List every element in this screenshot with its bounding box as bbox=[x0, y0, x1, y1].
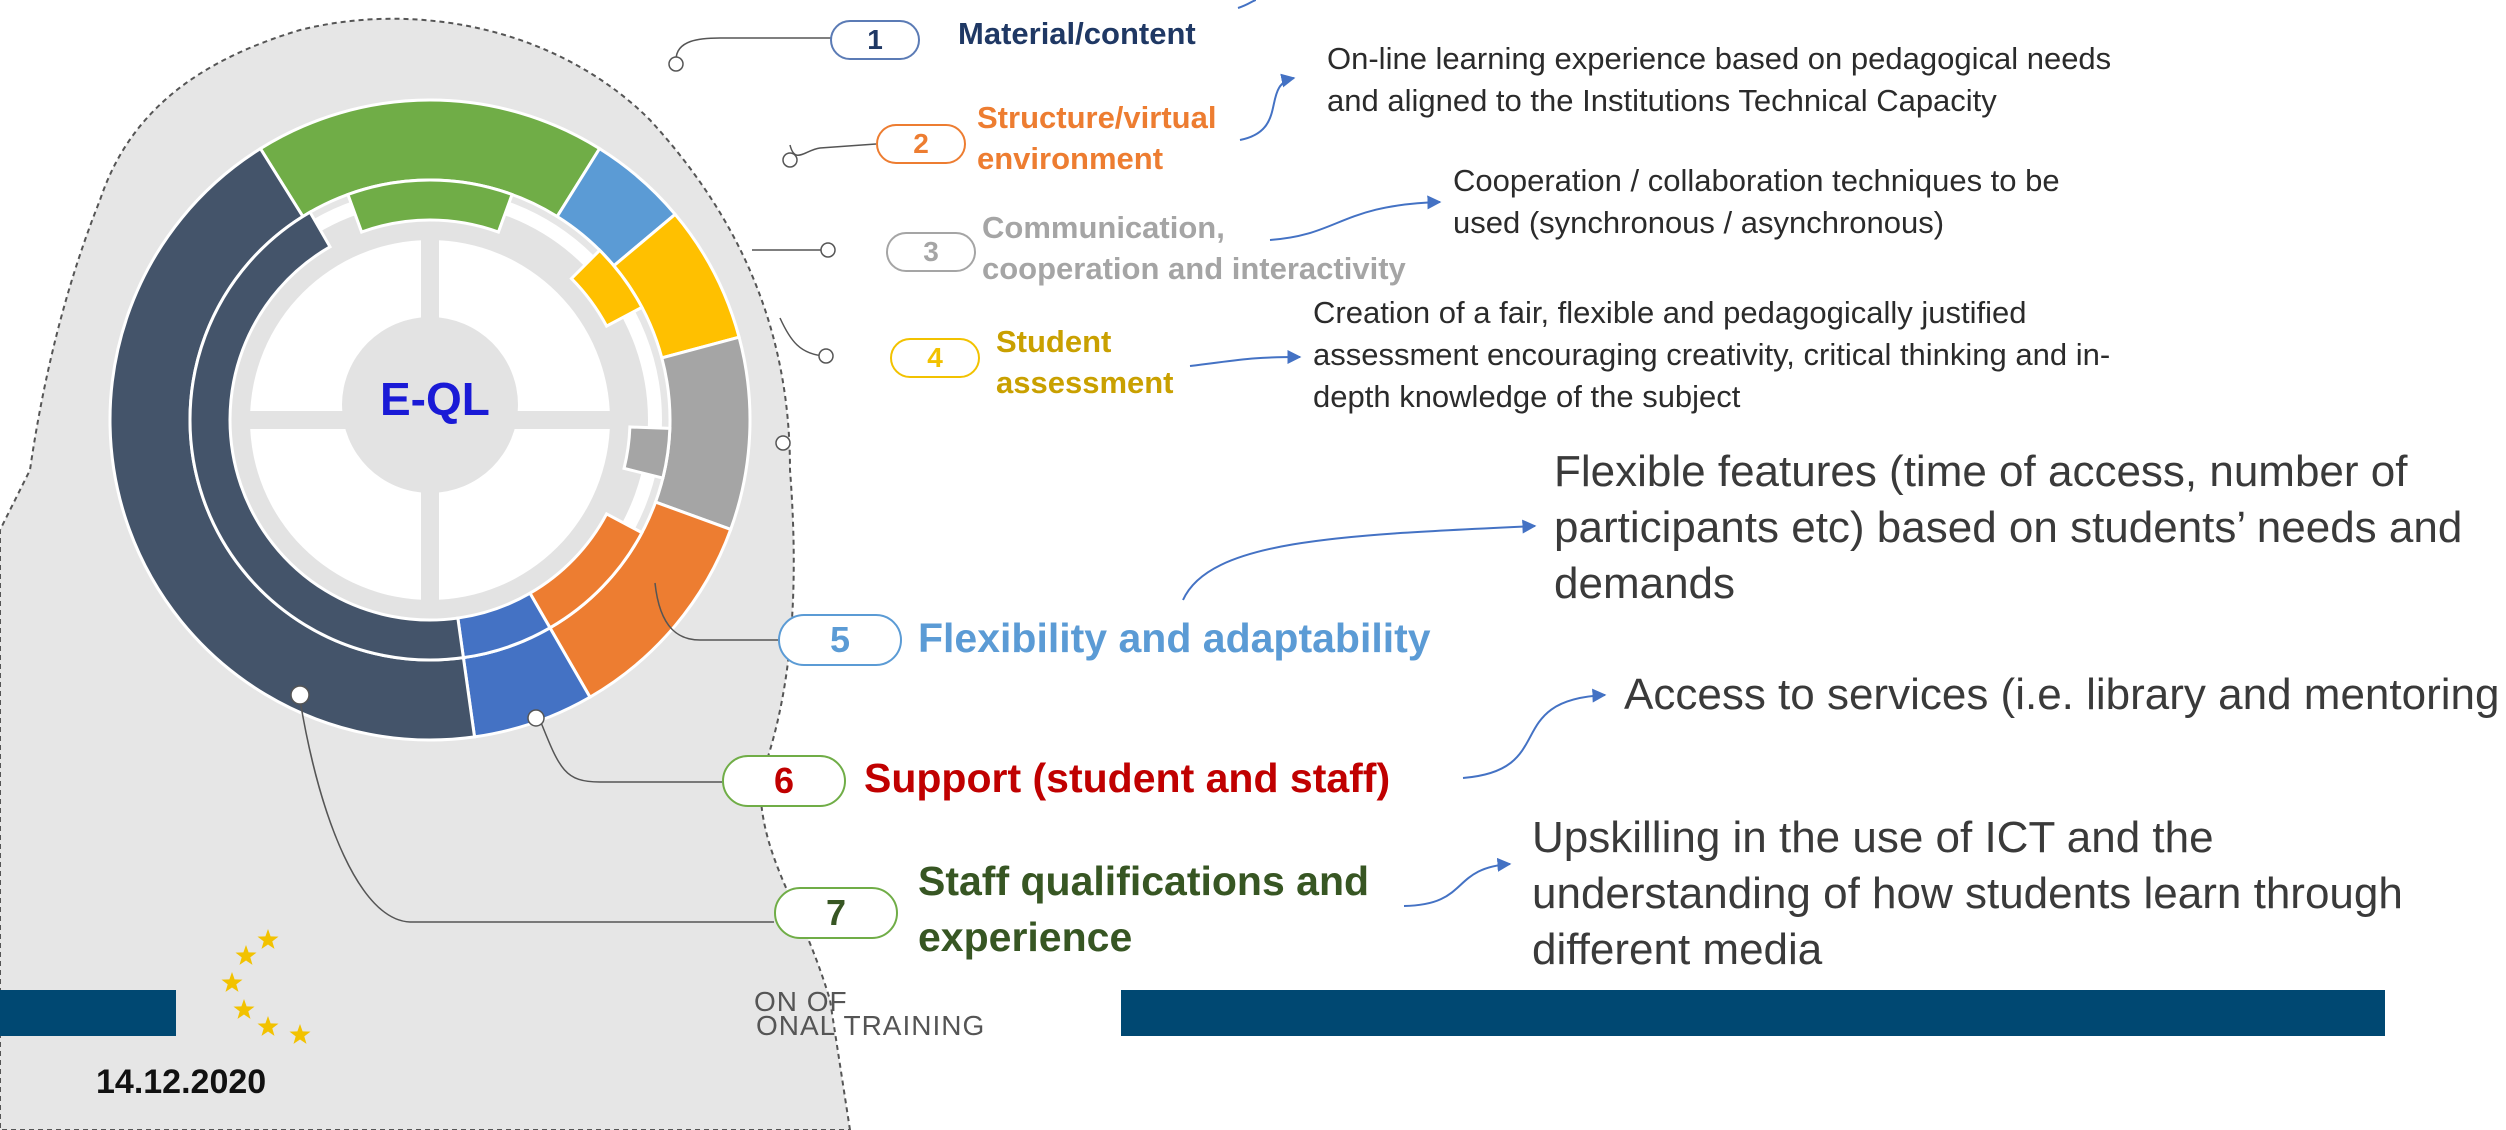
eu-star-icon bbox=[257, 1016, 279, 1036]
item-5-number: 5 bbox=[829, 619, 851, 660]
eu-star-icon bbox=[289, 1024, 311, 1044]
item-4-label-line1: Student bbox=[996, 324, 1112, 359]
item-2-label-line2: environment bbox=[977, 141, 1164, 176]
item-1-number: 1 bbox=[867, 24, 883, 55]
ring-inner-yellow bbox=[569, 248, 644, 329]
item-3-number-pill: 3 bbox=[886, 232, 976, 272]
connector-lines bbox=[290, 37, 877, 923]
item-3-label-line2: cooperation and interactivity bbox=[982, 251, 1406, 286]
item-7-number: 7 bbox=[825, 892, 847, 933]
item-2-description: On-line learning experience based on ped… bbox=[1327, 41, 2112, 118]
item-4-label-line2: assessment bbox=[996, 365, 1174, 400]
item-1-label: Material/content bbox=[958, 16, 1196, 51]
item-6-label: Support (student and staff) bbox=[864, 755, 1391, 801]
item-5-description: Flexible features (time of access, numbe… bbox=[1554, 447, 2463, 608]
ring-inner-gray bbox=[622, 425, 672, 480]
hub-core bbox=[342, 317, 518, 493]
footer-org-text-line2: ONAL TRAINING bbox=[756, 1010, 986, 1041]
item-2-number-pill: 2 bbox=[876, 124, 966, 164]
item-7-number-pill: 7 bbox=[774, 887, 898, 939]
eu-star-icon bbox=[257, 929, 279, 949]
footer-date: 14.12.2020 bbox=[96, 1063, 267, 1101]
item-2-label-line1: Structure/virtual bbox=[977, 100, 1217, 135]
item-6-number: 6 bbox=[773, 760, 795, 801]
item-2-number: 2 bbox=[913, 128, 929, 159]
quality-ring bbox=[108, 98, 752, 742]
item-3-description: Cooperation / collaboration techniques t… bbox=[1453, 163, 2060, 240]
ring-inner-green bbox=[345, 178, 515, 234]
item-7-label-line2: experience bbox=[918, 914, 1133, 960]
item-6-description: Access to services (i.e. library and men… bbox=[1624, 670, 2500, 719]
item-5-number-pill: 5 bbox=[778, 614, 902, 666]
footer-bar-right bbox=[1121, 990, 2385, 1036]
footer-bar-left bbox=[0, 990, 176, 1036]
item-7-label-line1: Staff qualifications and bbox=[918, 858, 1370, 904]
item-1-number-pill: 1 bbox=[830, 20, 920, 60]
eu-star-icon bbox=[221, 972, 243, 992]
center-label: E-QL bbox=[380, 373, 490, 425]
item-5-label: Flexibility and adaptability bbox=[918, 615, 1431, 661]
description-arrows bbox=[1182, 0, 1607, 907]
eu-stars-logo bbox=[221, 929, 311, 1044]
item-4-number-pill: 4 bbox=[890, 338, 980, 378]
item-4-number: 4 bbox=[927, 342, 943, 373]
ring-inner-dark bbox=[188, 210, 466, 662]
eu-star-icon bbox=[233, 999, 255, 1019]
eu-star-icon bbox=[235, 945, 257, 965]
item-3-number: 3 bbox=[923, 236, 939, 267]
item-7-description: Upskilling in the use of ICT and the und… bbox=[1532, 813, 2403, 974]
footer-org-text-line1: ON OF bbox=[754, 986, 848, 1017]
item-3-label-line1: Communication, bbox=[982, 210, 1225, 245]
item-6-number-pill: 6 bbox=[722, 755, 846, 807]
item-4-description: Creation of a fair, flexible and pedagog… bbox=[1313, 295, 2111, 414]
